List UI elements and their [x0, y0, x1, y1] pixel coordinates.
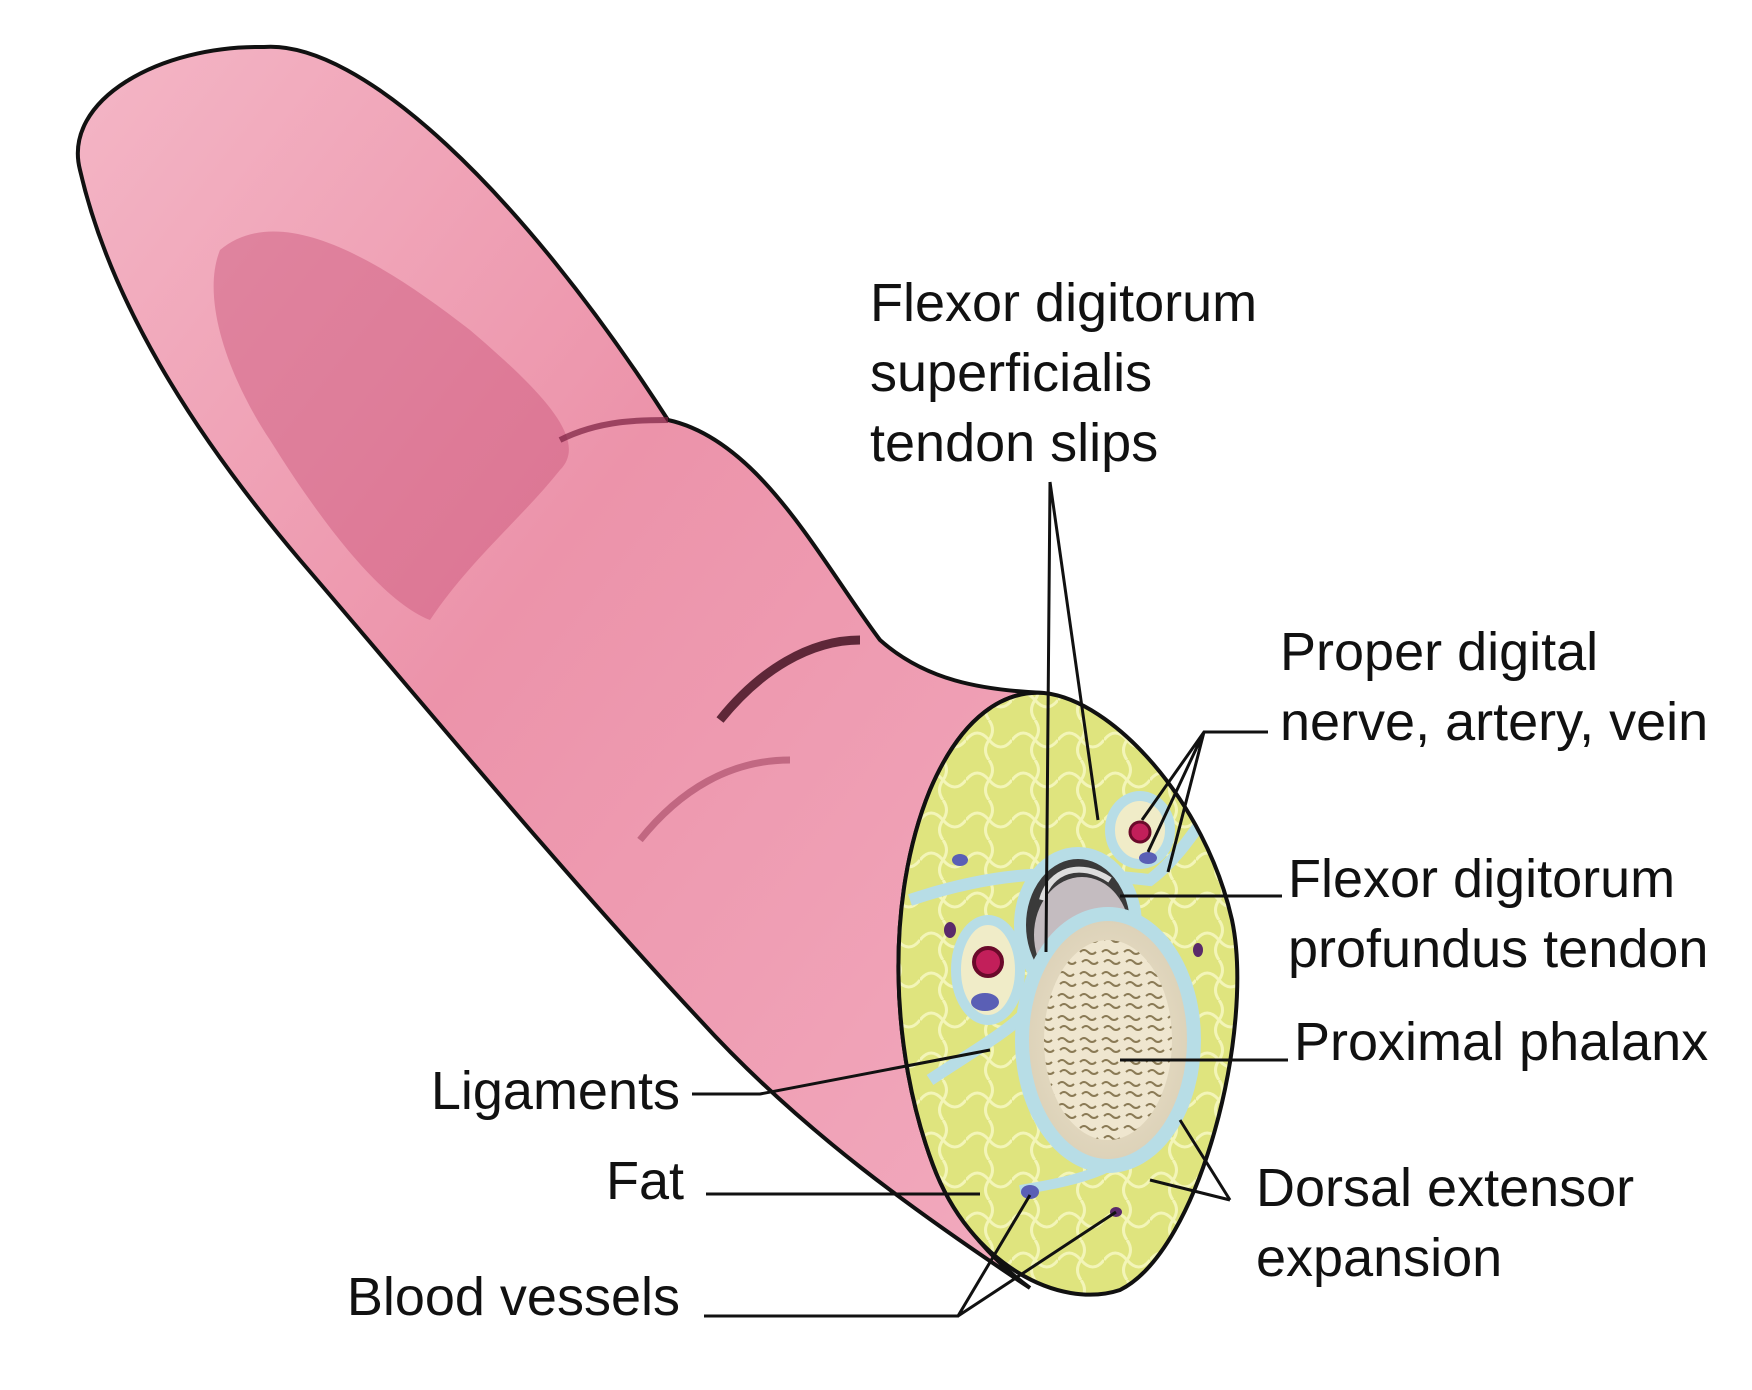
artery-left	[972, 946, 1004, 978]
label-ligaments: Ligaments	[430, 1061, 680, 1121]
leader-dorsal	[1149, 1119, 1232, 1202]
leader-vessels	[704, 1194, 1117, 1318]
label-blood-vessels: Blood vessels	[346, 1267, 680, 1327]
label-dorsal-line-2: expansion	[1256, 1228, 1503, 1288]
label-dorsal-line-1: Dorsal extensor	[1256, 1158, 1635, 1218]
cross-section-outline	[896, 690, 1240, 1297]
vessel-small-1	[952, 854, 968, 866]
leader-proper	[1140, 730, 1268, 873]
leader-lines	[692, 481, 1288, 1318]
label-fdp: Flexor digitorum profundus tendon	[1288, 844, 1708, 984]
artery-right	[1128, 820, 1152, 844]
label-proper-line-2: nerve, artery, vein	[1280, 692, 1709, 752]
label-phalanx: Proximal phalanx	[1294, 1012, 1709, 1072]
label-fdp-line-1: Flexor digitorum	[1288, 849, 1676, 909]
label-proper-line-1: Proper digital	[1280, 622, 1599, 682]
pip-crease-shadow	[637, 756, 791, 843]
pip-crease	[716, 635, 861, 723]
dip-crease	[558, 417, 669, 443]
label-fds: Flexor digitorum superficialis tendon sl…	[870, 268, 1257, 478]
label-proper-digital: Proper digital nerve, artery, vein	[1280, 617, 1708, 757]
label-fdp-line-2: profundus tendon	[1288, 919, 1709, 979]
label-dorsal: Dorsal extensor expansion	[1256, 1153, 1634, 1293]
nail-shading	[213, 231, 569, 620]
phalanx-marrow	[1044, 940, 1172, 1140]
vessel-small-2	[944, 922, 956, 938]
leader-fds	[1044, 481, 1100, 953]
vein-left	[971, 993, 999, 1011]
leader-ligaments	[692, 1048, 991, 1096]
label-fds-line-2: superficialis	[870, 343, 1153, 403]
label-fds-line-1: Flexor digitorum	[870, 273, 1258, 333]
label-fds-line-3: tendon slips	[870, 413, 1159, 473]
vessel-small-5	[1193, 943, 1203, 957]
vessel-small-3	[1021, 1185, 1039, 1199]
vein-right	[1139, 852, 1157, 864]
label-fat: Fat	[605, 1151, 684, 1211]
